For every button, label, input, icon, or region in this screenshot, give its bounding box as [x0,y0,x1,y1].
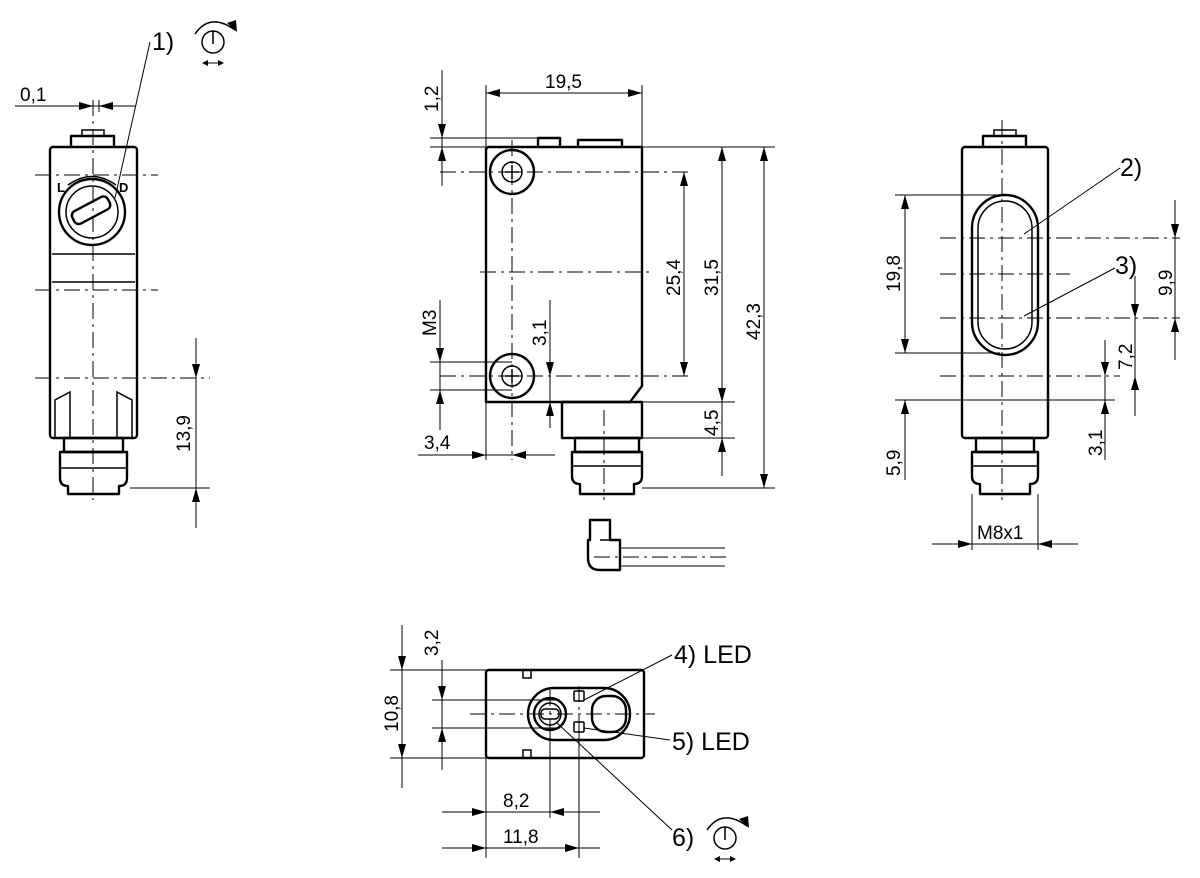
callout-6: 6) [672,824,694,852]
dim-3-1-right: 3,1 [1086,430,1107,456]
dim-3-1-front: 3,1 [530,320,551,346]
dim-42-3: 42,3 [744,303,765,340]
callout-2: 2) [1120,154,1142,182]
dim-4-5: 4,5 [702,410,723,436]
dim-19-8: 19,8 [884,255,905,292]
right-view: 19,8 5,9 9,9 7,2 3,1 M8x1 2) 3) [884,120,1180,550]
dim-25-4: 25,4 [664,259,685,296]
top-view: 3,2 10,8 8,2 11,8 4) LED 5) LED 6) [382,625,752,862]
callout-5-led: 5) LED [672,728,750,756]
potentiometer-icon [706,816,749,862]
callout-4-led: 4) LED [674,641,752,669]
dim-m8x1: M8x1 [977,523,1023,544]
dim-8-2: 8,2 [503,791,529,812]
potentiometer-icon [194,20,237,66]
dim-9-9: 9,9 [1156,270,1177,296]
pot-letter-d: D [119,180,128,195]
dim-11-8: 11,8 [503,827,539,848]
pot-letter-l: L [57,180,65,195]
dim-m3: M3 [420,310,441,336]
dim-1-2: 1,2 [422,86,443,112]
dim-19-5: 19,5 [545,72,582,93]
callout-1: 1) [152,28,174,56]
dim-7-2: 7,2 [1116,344,1137,370]
dim-31-5: 31,5 [702,259,723,296]
callout-3: 3) [1115,252,1137,280]
dim-13-9: 13,9 [174,415,195,452]
dim-0-1: 0,1 [20,85,46,106]
dim-10-8: 10,8 [382,695,403,732]
dim-3-2: 3,2 [422,630,443,656]
dim-5-9: 5,9 [884,450,905,476]
front-view: 19,5 1,2 25,4 31,5 4,5 42,3 [418,70,775,572]
dim-3-4: 3,4 [424,433,451,454]
side-view: L D 0,1 13,9 1) [15,20,237,528]
